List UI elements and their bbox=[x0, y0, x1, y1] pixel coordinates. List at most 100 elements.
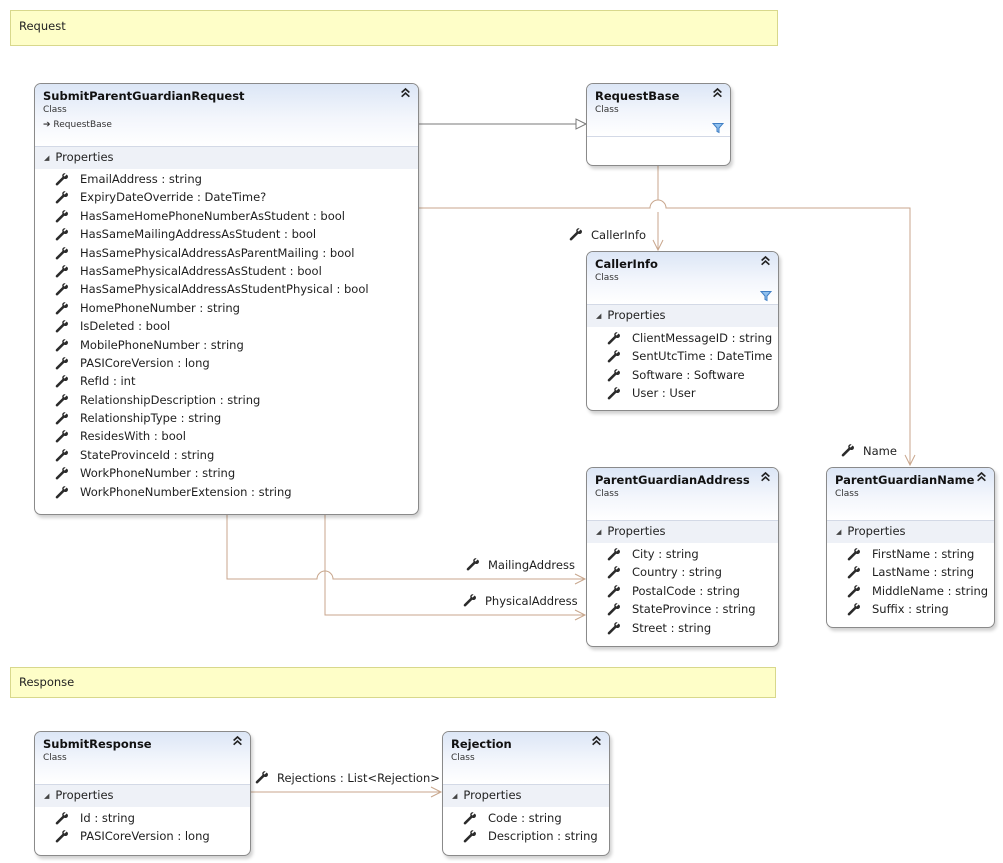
collapse-icon[interactable] bbox=[760, 471, 771, 482]
property-label: StateProvince : string bbox=[632, 602, 756, 617]
section-label: Properties bbox=[55, 150, 114, 164]
property-item[interactable]: WorkPhoneNumber : string bbox=[35, 464, 418, 482]
property-label: WorkPhoneNumberExtension : string bbox=[80, 484, 292, 499]
inherits-label: ➔ RequestBase bbox=[43, 118, 410, 132]
property-list: EmailAddress : string ExpiryDateOverride… bbox=[35, 169, 418, 501]
class-title: ParentGuardianAddress bbox=[595, 473, 750, 487]
property-label: ResidesWith : bool bbox=[80, 429, 186, 444]
property-item[interactable]: SentUtcTime : DateTime bbox=[587, 347, 778, 365]
class-submit-parent-guardian-request[interactable]: SubmitParentGuardianRequest Class ➔ Requ… bbox=[34, 83, 419, 515]
wrench-icon bbox=[55, 302, 68, 315]
property-item[interactable]: StateProvinceId : string bbox=[35, 446, 418, 464]
collapse-icon[interactable] bbox=[591, 735, 602, 746]
property-item[interactable]: Description : string bbox=[443, 827, 609, 845]
property-label: Description : string bbox=[488, 829, 598, 844]
property-item[interactable]: PASICoreVersion : long bbox=[35, 827, 250, 845]
property-item[interactable]: User : User bbox=[587, 384, 778, 402]
property-label: RelationshipDescription : string bbox=[80, 392, 261, 407]
collapse-icon[interactable] bbox=[232, 735, 243, 746]
property-item[interactable]: ResidesWith : bool bbox=[35, 427, 418, 445]
collapse-icon[interactable] bbox=[976, 471, 987, 482]
property-list: Id : string PASICoreVersion : long bbox=[35, 807, 250, 846]
property-item[interactable]: Code : string bbox=[443, 809, 609, 827]
property-item[interactable]: HomePhoneNumber : string bbox=[35, 299, 418, 317]
collapse-icon[interactable] bbox=[760, 255, 771, 266]
property-item[interactable]: HasSamePhysicalAddressAsParentMailing : … bbox=[35, 244, 418, 262]
property-item[interactable]: HasSameMailingAddressAsStudent : bool bbox=[35, 225, 418, 243]
wrench-icon bbox=[607, 369, 620, 382]
property-item[interactable]: PASICoreVersion : long bbox=[35, 354, 418, 372]
class-submit-response[interactable]: SubmitResponse Class ◢ Properties Id : st… bbox=[34, 731, 251, 856]
properties-section-header[interactable]: ◢ Properties bbox=[35, 785, 250, 807]
property-item[interactable]: Suffix : string bbox=[827, 600, 994, 618]
filter-icon[interactable] bbox=[712, 122, 724, 134]
association-label-callerinfo[interactable]: CallerInfo bbox=[569, 228, 646, 242]
property-item[interactable]: IsDeleted : bool bbox=[35, 317, 418, 335]
property-label: HasSamePhysicalAddressAsStudent : bool bbox=[80, 263, 322, 278]
properties-section-header[interactable]: ◢Properties bbox=[587, 521, 778, 543]
property-list: City : string Country : string PostalCod… bbox=[587, 543, 778, 637]
property-item[interactable]: PostalCode : string bbox=[587, 582, 778, 600]
association-name-arrow bbox=[904, 454, 916, 467]
property-item[interactable]: MiddleName : string bbox=[827, 582, 994, 600]
association-label-rejections[interactable]: Rejections : List<Rejection> bbox=[255, 771, 440, 785]
collapse-icon[interactable] bbox=[400, 87, 411, 98]
property-label: PASICoreVersion : long bbox=[80, 355, 210, 370]
association-label-name[interactable]: Name bbox=[841, 444, 897, 458]
class-title: SubmitResponse bbox=[43, 737, 152, 751]
class-parent-guardian-name[interactable]: ParentGuardianName Class ◢Properties Fir… bbox=[826, 467, 995, 628]
triangle-icon: ◢ bbox=[44, 792, 50, 800]
wrench-icon bbox=[55, 486, 68, 499]
request-note-text: Request bbox=[19, 19, 66, 33]
wrench-icon bbox=[463, 830, 476, 843]
property-label: EmailAddress : string bbox=[80, 172, 202, 186]
property-item[interactable]: Street : string bbox=[587, 619, 778, 637]
property-label: User : User bbox=[632, 386, 696, 401]
association-name-line bbox=[418, 199, 911, 464]
collapse-icon[interactable] bbox=[712, 87, 723, 98]
property-item[interactable]: WorkPhoneNumberExtension : string bbox=[35, 483, 418, 501]
property-item[interactable]: HasSamePhysicalAddressAsStudent : bool bbox=[35, 262, 418, 280]
properties-section-header[interactable]: ◢Properties bbox=[443, 785, 609, 807]
property-label: Suffix : string bbox=[872, 602, 949, 617]
properties-section-header[interactable]: ◢Properties bbox=[35, 147, 418, 169]
property-item[interactable]: HasSamePhysicalAddressAsStudentPhysical … bbox=[35, 280, 418, 298]
property-item[interactable]: FirstName : string bbox=[827, 545, 994, 563]
properties-section-header[interactable]: ◢Properties bbox=[827, 521, 994, 543]
property-item[interactable]: RefId : int bbox=[35, 372, 418, 390]
properties-section-header[interactable]: ◢Properties bbox=[587, 305, 778, 327]
property-item[interactable]: ExpiryDateOverride : DateTime? bbox=[35, 188, 418, 206]
association-label-mailing-address[interactable]: MailingAddress bbox=[466, 558, 575, 572]
property-item[interactable]: RelationshipType : string bbox=[35, 409, 418, 427]
property-item[interactable]: Software : Software bbox=[587, 366, 778, 384]
property-item[interactable]: Id : string bbox=[35, 809, 250, 827]
class-rejection[interactable]: Rejection Class ◢Properties Code : strin… bbox=[442, 731, 610, 856]
section-label: Properties bbox=[55, 788, 114, 802]
wrench-icon bbox=[55, 357, 68, 370]
property-item[interactable]: LastName : string bbox=[827, 563, 994, 581]
property-label: ClientMessageID : string bbox=[632, 331, 773, 345]
triangle-icon: ◢ bbox=[836, 528, 842, 536]
inheritance-arrowhead bbox=[575, 118, 588, 130]
property-label: HasSameHomePhoneNumberAsStudent : bool bbox=[80, 208, 345, 223]
class-kind: Class bbox=[43, 753, 67, 763]
response-note[interactable]: Response bbox=[10, 667, 776, 698]
property-label: Id : string bbox=[80, 811, 135, 825]
wrench-icon bbox=[55, 265, 68, 278]
property-item[interactable]: Country : string bbox=[587, 563, 778, 581]
property-item[interactable]: RelationshipDescription : string bbox=[35, 391, 418, 409]
property-item[interactable]: HasSameHomePhoneNumberAsStudent : bool bbox=[35, 207, 418, 225]
association-label-physical-address[interactable]: PhysicalAddress bbox=[463, 594, 578, 608]
filter-icon[interactable] bbox=[760, 290, 772, 302]
property-item[interactable]: ClientMessageID : string bbox=[587, 329, 778, 347]
property-item[interactable]: MobilePhoneNumber : string bbox=[35, 336, 418, 354]
class-request-base[interactable]: RequestBase Class bbox=[586, 83, 731, 166]
request-note[interactable]: Request bbox=[10, 10, 778, 46]
property-item[interactable]: EmailAddress : string bbox=[35, 170, 418, 188]
property-item[interactable]: City : string bbox=[587, 545, 778, 563]
class-caller-info[interactable]: CallerInfo Class ◢Properties ClientMessa… bbox=[586, 251, 779, 411]
property-item[interactable]: StateProvince : string bbox=[587, 600, 778, 618]
class-parent-guardian-address[interactable]: ParentGuardianAddress Class ◢Properties … bbox=[586, 467, 779, 647]
association-label-text: MailingAddress bbox=[488, 558, 575, 572]
